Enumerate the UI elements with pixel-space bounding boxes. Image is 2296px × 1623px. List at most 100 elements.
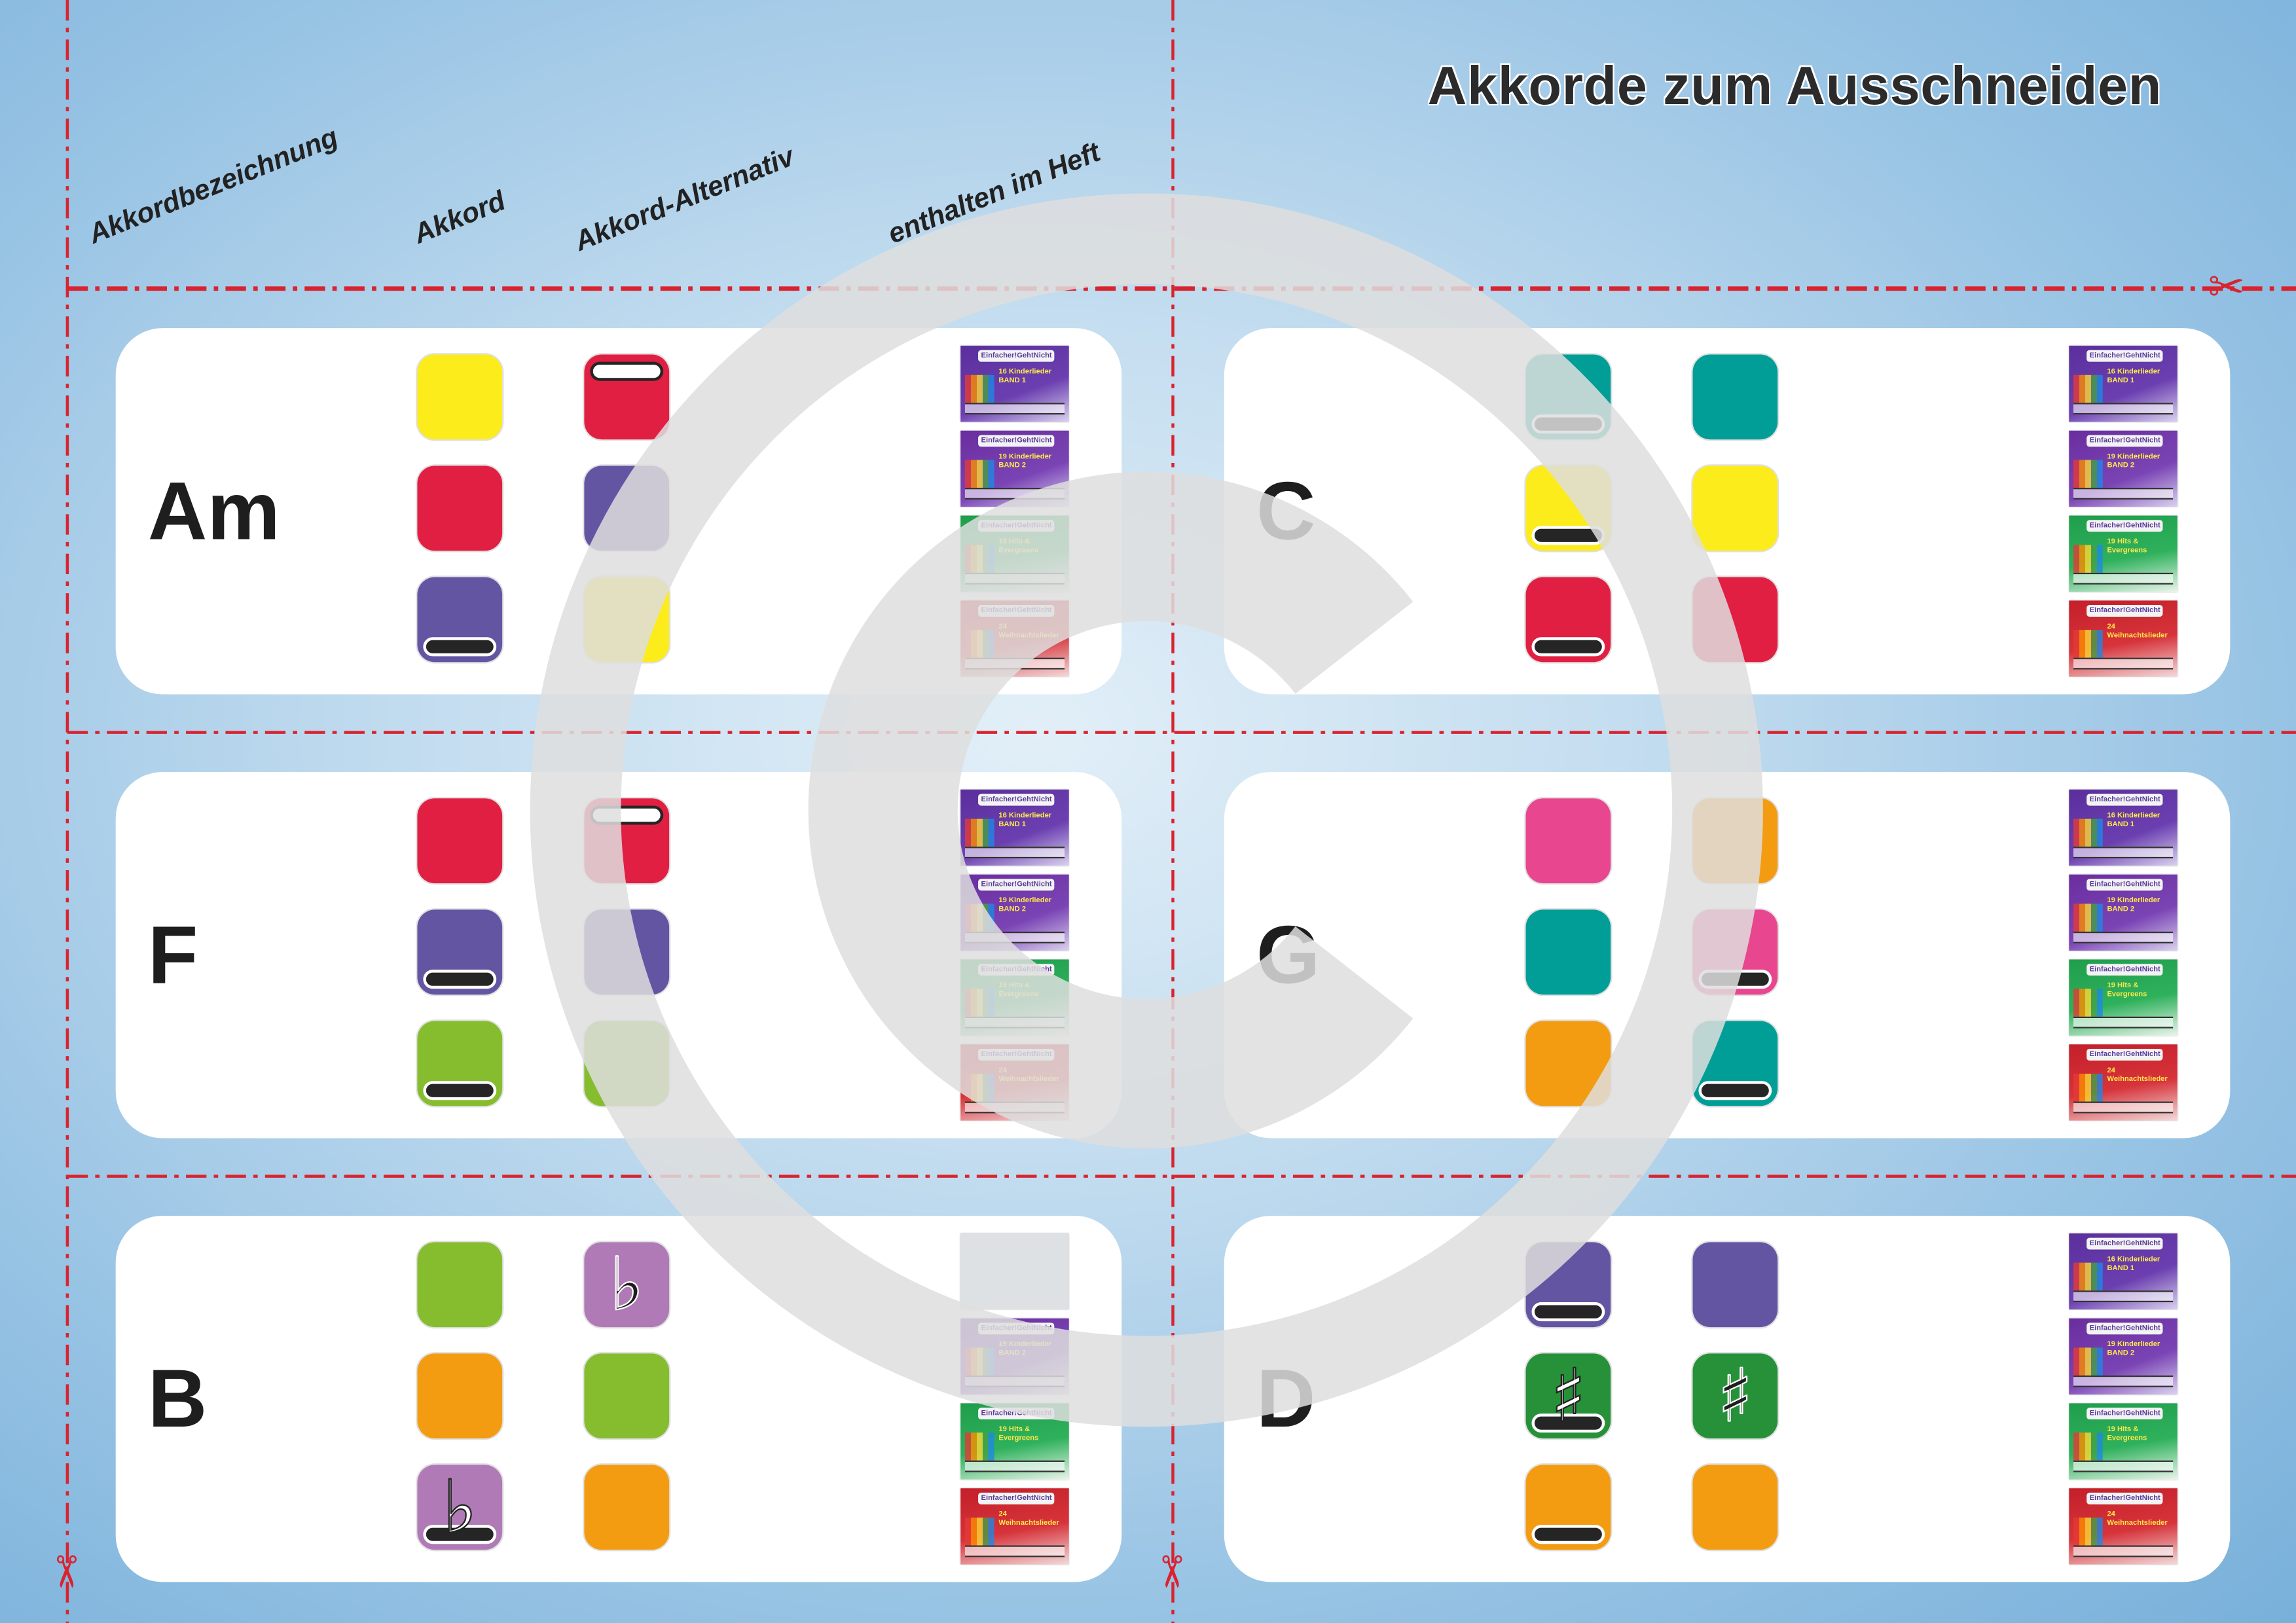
book-brand: Einfacher!GehtNicht (978, 793, 1055, 806)
book-brand: Einfacher!GehtNicht (978, 1048, 1055, 1061)
book-title: 19 Kinderlieder BAND 2 (998, 896, 1052, 915)
sharp-icon: ♯ (1717, 1353, 1753, 1439)
music-staff (2073, 572, 2174, 585)
chord-tile-orange (1525, 1021, 1611, 1106)
music-staff (2073, 1290, 2174, 1303)
chord-tile-pink (1525, 798, 1611, 884)
alt-chord-tile-green (584, 1353, 670, 1439)
alt-chord-tile-darkgreen: ♯ (1692, 1353, 1778, 1439)
alt-chord-tile-red (584, 798, 670, 884)
xylophone-illustration (2073, 1432, 2103, 1462)
book-brand: Einfacher!GehtNicht (2086, 1048, 2164, 1061)
music-staff (2073, 931, 2174, 943)
book-brand: Einfacher!GehtNicht (2086, 1322, 2164, 1335)
alt-chord-tile-teal (1692, 1021, 1778, 1106)
alt-chord-tile-pink (1692, 909, 1778, 995)
xylophone-illustration (2073, 1262, 2103, 1292)
music-staff (2073, 1016, 2174, 1029)
music-staff (964, 1375, 1065, 1387)
book-brand: Einfacher!GehtNicht (2086, 1237, 2164, 1250)
bottom-bar-marker (1698, 970, 1772, 989)
music-staff (2073, 1375, 2174, 1387)
bottom-bar-marker (1698, 1081, 1772, 1101)
xylophone-illustration (964, 818, 994, 848)
book-title: 16 Kinderlieder BAND 1 (998, 811, 1052, 830)
chord-name: B (147, 1352, 208, 1445)
book-brand: Einfacher!GehtNicht (978, 605, 1055, 617)
book-title: 19 Kinderlieder BAND 2 (998, 1340, 1052, 1359)
xylophone-illustration (2073, 1074, 2103, 1103)
music-staff (2073, 488, 2174, 500)
xylophone-illustration (2073, 374, 2103, 405)
chord-card-g: G Einfacher!GehtNicht 16 Kinderlieder BAND… (1224, 772, 2231, 1139)
xylophone-illustration (2073, 903, 2103, 934)
chord-tile-teal (1525, 909, 1611, 995)
book-brand: Einfacher!GehtNicht (978, 879, 1055, 891)
alt-chord-tile-green (584, 1021, 670, 1106)
music-staff (964, 931, 1065, 943)
xylophone-illustration (964, 1432, 994, 1462)
music-staff (2073, 847, 2174, 859)
bottom-bar-marker (1531, 637, 1605, 657)
book-brand: Einfacher!GehtNicht (2086, 435, 2164, 447)
chord-tile-red (1525, 577, 1611, 663)
xylophone-illustration (2073, 460, 2103, 490)
music-staff (2073, 1101, 2174, 1114)
music-staff (964, 488, 1065, 500)
chord-tile-teal (1525, 354, 1611, 440)
chord-name: Am (147, 464, 280, 557)
alt-chord-tile-red (1692, 577, 1778, 663)
chord-name: G (1256, 908, 1321, 1001)
chord-name: F (147, 908, 198, 1001)
xylophone-illustration (964, 374, 994, 405)
book-title: 16 Kinderlieder BAND 1 (2107, 367, 2160, 386)
book-cover: Einfacher!GehtNicht 19 Kinderlieder BAND … (960, 1318, 1069, 1395)
book-title: 16 Kinderlieder BAND 1 (998, 367, 1052, 386)
chord-tile-orange (417, 1353, 503, 1439)
music-staff (2073, 403, 2174, 415)
book-title: 19 Hits & Evergreens (2107, 1425, 2147, 1443)
alt-chord-tile-red (584, 354, 670, 440)
bottom-bar-marker (1531, 1525, 1605, 1544)
alt-chord-tile-purple (584, 465, 670, 551)
alt-chord-tile-lilac: ♭ (584, 1242, 670, 1328)
sharp-icon: ♯ (1550, 1353, 1586, 1439)
book-title: 24 Weihnachtslieder (2107, 622, 2168, 640)
chord-tile-green (417, 1242, 503, 1328)
xylophone-illustration (2073, 630, 2103, 659)
xylophone-illustration (2073, 818, 2103, 848)
xylophone-illustration (964, 460, 994, 490)
book-cover: Einfacher!GehtNicht 16 Kinderlieder BAND … (960, 789, 1069, 866)
xylophone-illustration (2073, 1517, 2103, 1547)
music-staff (964, 1460, 1065, 1472)
bottom-bar-marker (423, 970, 497, 989)
book-title: 16 Kinderlieder BAND 1 (2107, 811, 2160, 830)
book-brand: Einfacher!GehtNicht (2086, 793, 2164, 806)
chord-card-f: F Einfacher!GehtNicht 16 Kinderlieder BAND… (115, 772, 1122, 1139)
bottom-bar-marker (1531, 526, 1605, 545)
book-brand: Einfacher!GehtNicht (2086, 520, 2164, 532)
book-cover: Einfacher!GehtNicht 19 Kinderlieder BAND … (960, 874, 1069, 951)
xylophone-illustration (2073, 545, 2103, 575)
xylophone-illustration (964, 989, 994, 1018)
alt-chord-tile-yellow (584, 577, 670, 663)
xylophone-illustration (964, 1074, 994, 1103)
book-title: 19 Hits & Evergreens (998, 1425, 1039, 1443)
book-title: 19 Kinderlieder BAND 2 (998, 452, 1052, 471)
book-brand: Einfacher!GehtNicht (978, 1322, 1055, 1335)
top-bar-marker (590, 805, 664, 825)
bottom-bar-marker (423, 1081, 497, 1101)
xylophone-illustration (2073, 1347, 2103, 1377)
music-staff (2073, 1460, 2174, 1472)
